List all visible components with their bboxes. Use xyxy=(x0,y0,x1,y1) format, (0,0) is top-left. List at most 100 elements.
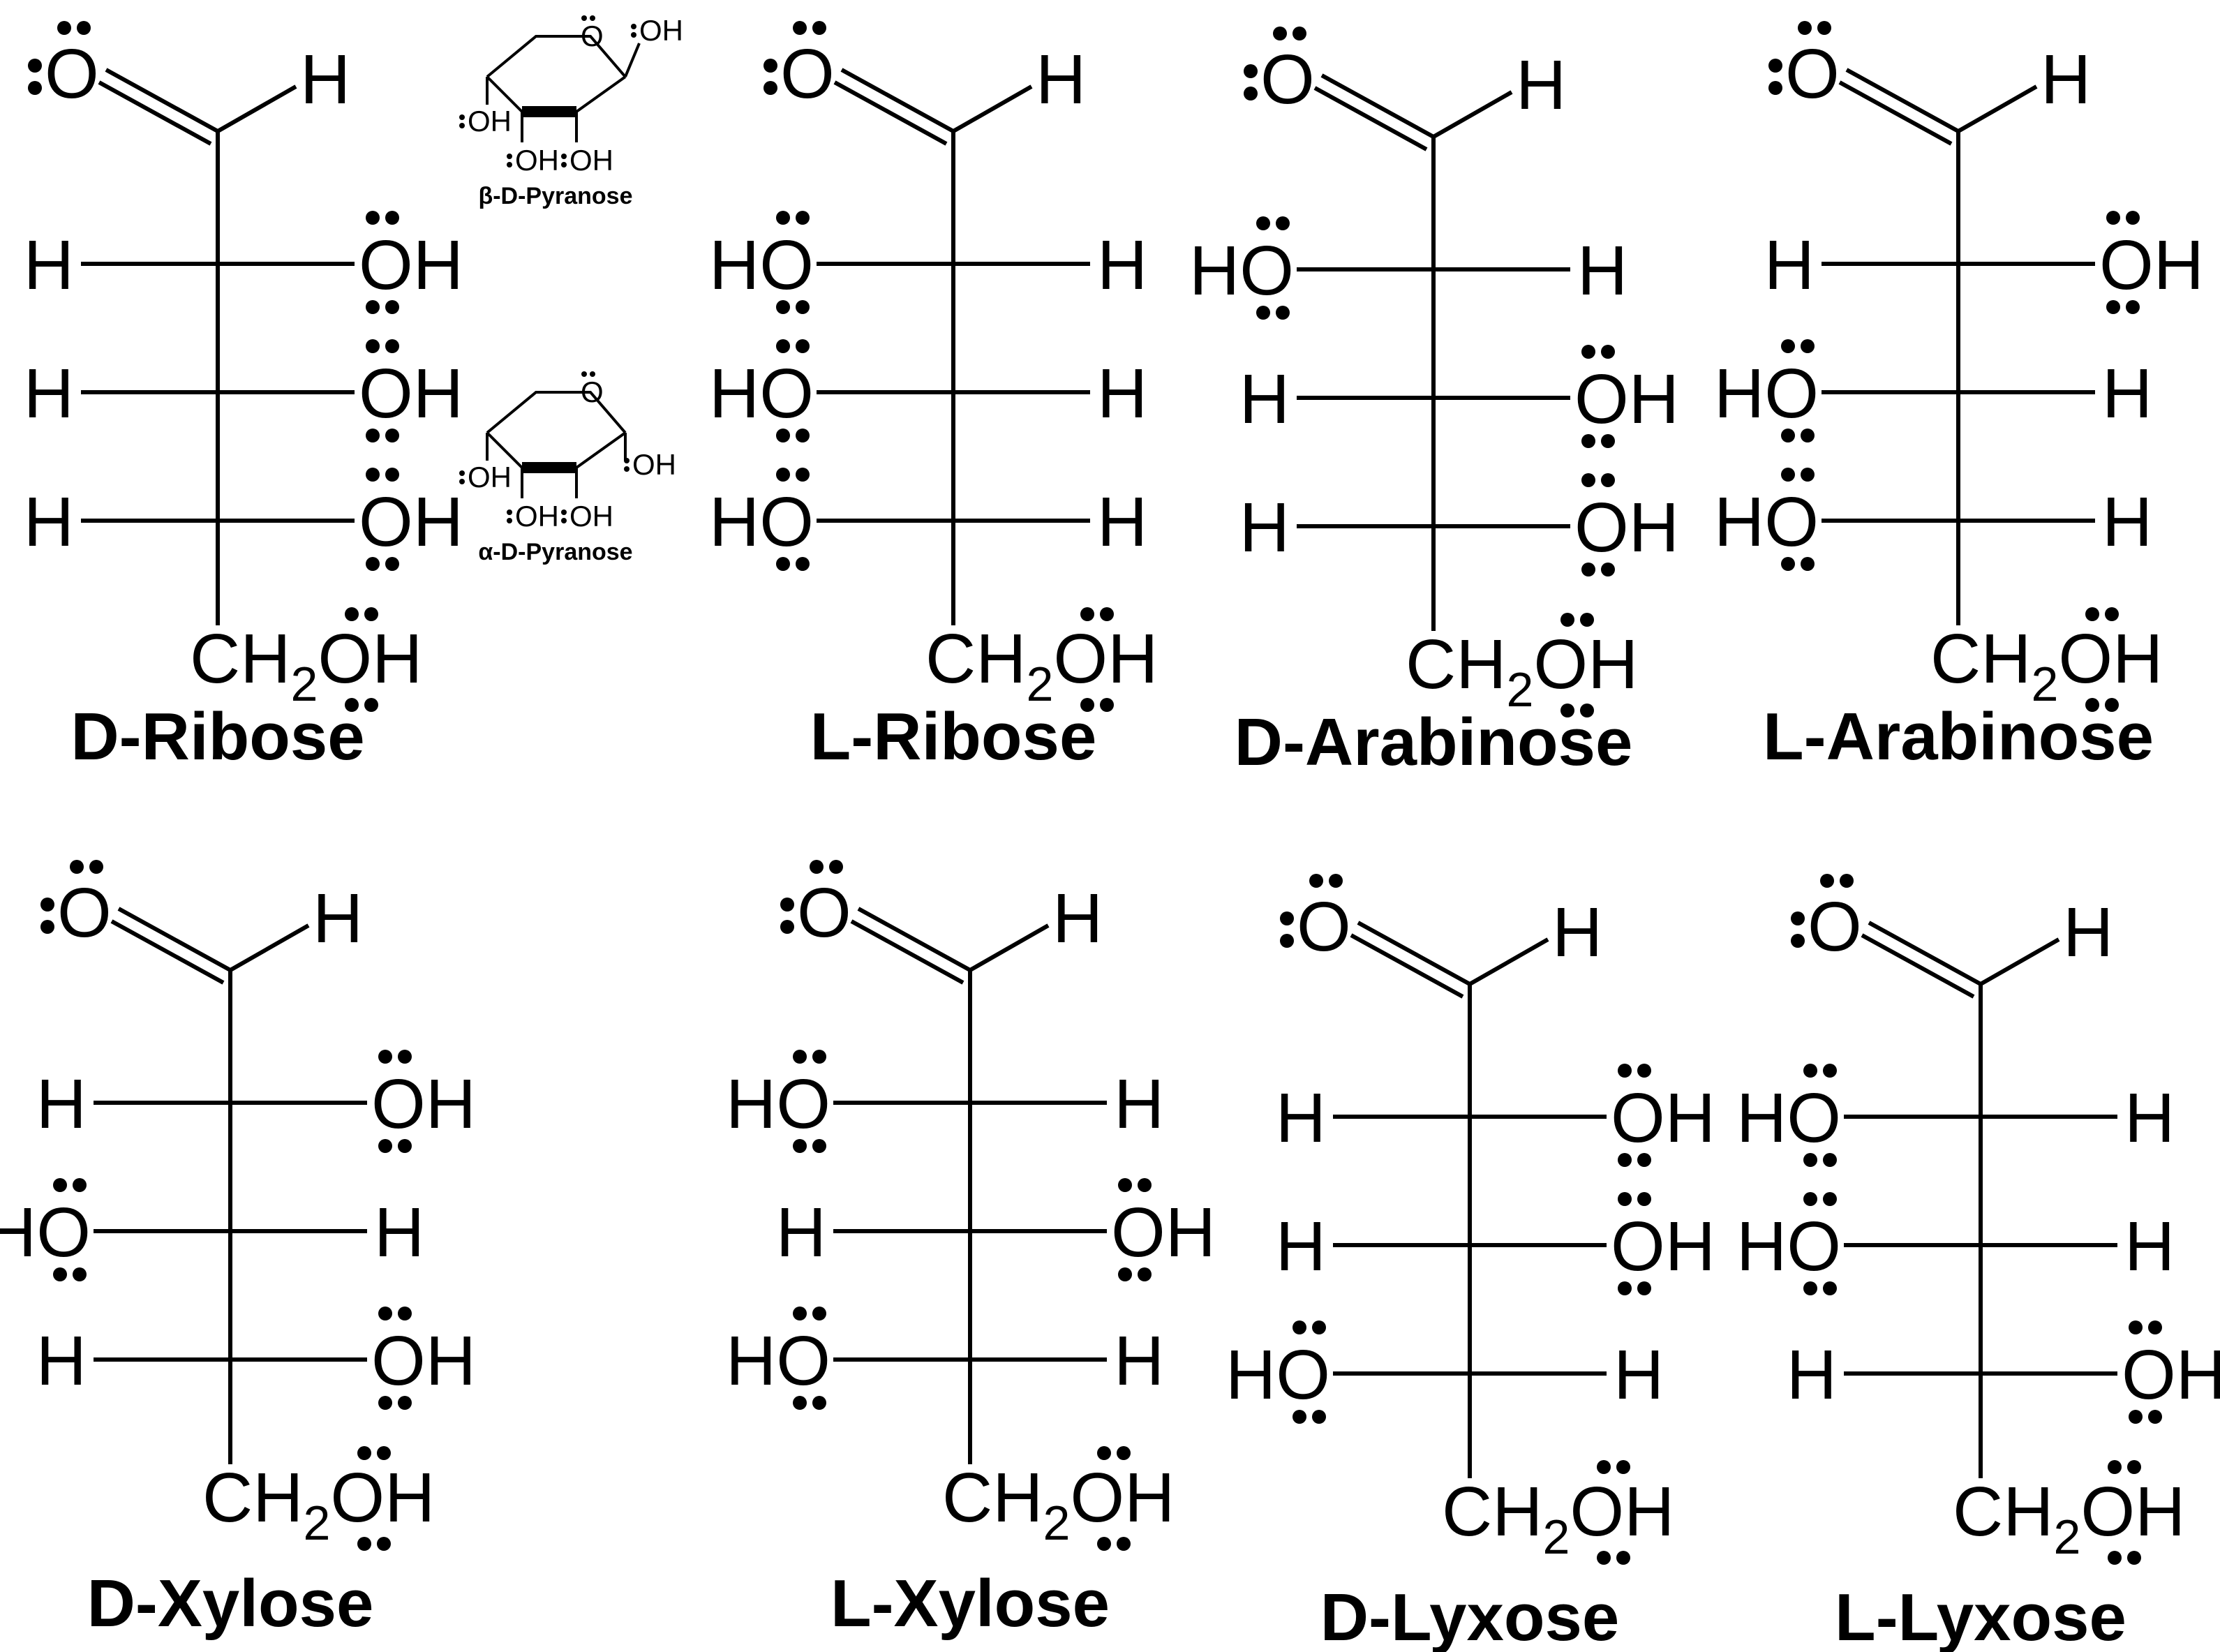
hydroxyl-label: OH xyxy=(1111,1193,1216,1272)
lone-pair-dot xyxy=(1309,874,1323,888)
lone-pair-dot xyxy=(2127,1460,2141,1474)
lone-pair-dot xyxy=(1597,1551,1611,1565)
lone-pair-dot xyxy=(812,1307,826,1320)
carbonyl-bond xyxy=(110,919,225,985)
hydroxyl-label: OH xyxy=(1574,489,1679,567)
lone-pair-dot xyxy=(1791,934,1805,948)
lone-pair-dot xyxy=(507,509,512,515)
ring-side-edge xyxy=(486,75,523,113)
lone-pair-dot xyxy=(1580,613,1594,627)
lone-pair-dot xyxy=(1801,557,1815,571)
ch2oh-label: CH2OH xyxy=(942,1459,1175,1550)
lone-pair-dot xyxy=(73,1267,87,1281)
lone-pair-dot xyxy=(1292,27,1306,40)
hydrogen-label: H xyxy=(1276,1079,1326,1157)
lone-pair-dot xyxy=(1138,1267,1152,1281)
lone-pair-dot xyxy=(1581,563,1595,576)
lone-pair-dot xyxy=(2108,1551,2122,1565)
hydroxyl-label: OH xyxy=(1611,1079,1715,1157)
lone-pair-dot xyxy=(1256,216,1270,230)
carbonyl-bond xyxy=(105,68,219,133)
lone-pair-dot xyxy=(459,479,465,484)
lone-pair-dot xyxy=(812,1050,826,1064)
lone-pair-dot xyxy=(793,21,807,35)
lone-pair-dot xyxy=(590,371,595,377)
hydrogen-label: H xyxy=(1114,1065,1164,1143)
carbonyl-bond xyxy=(1350,933,1464,999)
lone-pair-dot xyxy=(40,920,54,934)
lone-pair-dot xyxy=(378,1139,392,1153)
lone-pair-dot xyxy=(2108,1460,2122,1474)
lone-pair-dot xyxy=(40,898,54,911)
ring-hydroxyl: OH xyxy=(515,500,559,533)
ch2oh-label: CH2OH xyxy=(190,620,422,711)
subscript-2: 2 xyxy=(2053,1510,2080,1564)
lone-pair-dot xyxy=(1329,874,1343,888)
lone-pair-dot xyxy=(378,1396,392,1410)
ch-text: CH xyxy=(1930,620,2031,698)
lone-pair-dot xyxy=(793,1396,807,1410)
lone-pair-dot xyxy=(1781,339,1795,353)
lone-pair-dot xyxy=(1597,1460,1611,1474)
lone-pair-dot xyxy=(2106,300,2120,314)
lone-pair-dot xyxy=(1312,1410,1326,1424)
oh-text: OH xyxy=(2058,620,2163,698)
lone-pair-dot xyxy=(1100,607,1114,621)
lone-pair-dot xyxy=(53,1267,67,1281)
hydroxyl-label: HO xyxy=(0,1193,91,1272)
lone-pair-dot xyxy=(624,458,630,463)
ch-text: CH xyxy=(190,620,290,698)
lone-pair-dot xyxy=(1637,1064,1651,1078)
sugar-name: D-Xylose xyxy=(87,1566,374,1641)
lone-pair-dot xyxy=(796,429,810,442)
lone-pair-dot xyxy=(89,860,103,874)
lone-pair-dot xyxy=(398,1139,412,1153)
anomeric-hydroxyl: OH xyxy=(639,14,683,47)
subscript-2: 2 xyxy=(1026,657,1053,711)
lone-pair-dot xyxy=(1781,557,1795,571)
ring-oxygen: O xyxy=(581,375,604,408)
lone-pair-dot xyxy=(2129,1320,2143,1334)
hydrogen-label: H xyxy=(2124,1207,2175,1286)
aldehyde-hydrogen: H xyxy=(2063,893,2113,972)
hydrogen-label: H xyxy=(24,483,74,561)
lone-pair-dot xyxy=(561,509,567,515)
lone-pair-dot xyxy=(812,1396,826,1410)
lone-pair-dot xyxy=(398,1307,412,1320)
lone-pair-dot xyxy=(1280,911,1294,925)
hydroxyl-label: HO xyxy=(1226,1336,1330,1414)
ring-hydroxyl: OH xyxy=(468,105,512,137)
lone-pair-dot xyxy=(1312,1320,1326,1334)
lone-pair-dot xyxy=(1823,1064,1837,1078)
lone-pair-dot xyxy=(357,1446,371,1460)
hydrogen-label: H xyxy=(36,1322,87,1400)
lone-pair-dot xyxy=(345,698,359,712)
lone-pair-dot xyxy=(1616,1551,1630,1565)
lone-pair-dot xyxy=(776,211,790,225)
aldehyde-h-bond xyxy=(216,84,297,133)
hydrogen-label: H xyxy=(1097,226,1147,304)
lone-pair-dot xyxy=(1823,1192,1837,1206)
lone-pair-dot xyxy=(507,518,512,523)
hydroxyl-label: HO xyxy=(726,1322,830,1400)
carbonyl-bond xyxy=(1313,86,1428,151)
hydrogen-label: H xyxy=(1764,226,1815,304)
lone-pair-dot xyxy=(1601,345,1615,359)
lone-pair-dot xyxy=(1244,87,1258,101)
lone-pair-dot xyxy=(561,154,567,159)
lone-pair-dot xyxy=(776,300,790,314)
carbonyl-bond xyxy=(857,907,971,972)
aldehyde-oxygen: O xyxy=(1785,35,1840,113)
lone-pair-dot xyxy=(378,1307,392,1320)
aldehyde-hydrogen: H xyxy=(1516,46,1566,124)
hydrogen-label: H xyxy=(1577,232,1627,310)
oh-text: OH xyxy=(1533,625,1638,704)
carbonyl-bond xyxy=(1845,68,1960,133)
lone-pair-dot xyxy=(1637,1153,1651,1167)
subscript-2: 2 xyxy=(1043,1496,1070,1550)
